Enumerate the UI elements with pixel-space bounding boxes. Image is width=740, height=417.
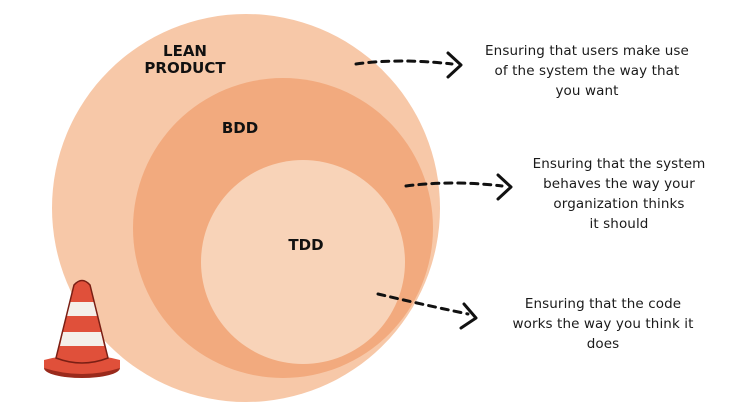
arrow-bdd <box>404 173 513 201</box>
arrow-bdd-line <box>404 181 504 188</box>
tdd-description-line2: works the way you think it <box>512 316 694 332</box>
arrow-lean-head <box>446 51 463 79</box>
lean-product-label: LEAN PRODUCT <box>140 43 230 77</box>
arrow-tdd-line <box>376 292 470 316</box>
cone-outline <box>55 279 109 364</box>
arrow-tdd-head <box>459 302 478 330</box>
bdd-description: Ensuring that the system behaves the way… <box>514 154 724 234</box>
cone-stripe-bottom <box>60 332 104 346</box>
tdd-label: TDD <box>288 236 324 254</box>
tdd-description-line3: does <box>586 336 620 352</box>
arrow-bdd-head <box>496 173 513 201</box>
traffic-cone-icon <box>44 279 120 378</box>
arrow-tdd <box>376 292 478 330</box>
bdd-description-line3: organization thinks <box>553 196 685 212</box>
lean-description-line3: you want <box>555 83 619 99</box>
lean-description-line1: Ensuring that users make use <box>485 43 689 59</box>
cone-stripe-top <box>67 302 97 316</box>
arrow-lean <box>354 51 463 79</box>
arrow-lean-line <box>354 59 454 66</box>
bdd-description-line2: behaves the way your <box>543 176 695 192</box>
bdd-description-line1: Ensuring that the system <box>532 156 706 172</box>
lean-product-label-line2: PRODUCT <box>144 59 226 77</box>
lean-product-label-line1: LEAN <box>163 42 207 60</box>
lean-description: Ensuring that users make use of the syst… <box>472 41 702 101</box>
lean-description-line2: of the system the way that <box>494 63 680 79</box>
tdd-description-line1: Ensuring that the code <box>524 296 682 312</box>
bdd-label: BDD <box>221 119 259 137</box>
bdd-description-line4: it should <box>589 216 649 232</box>
tdd-description: Ensuring that the code works the way you… <box>488 294 718 354</box>
tdd-circle <box>201 160 405 364</box>
